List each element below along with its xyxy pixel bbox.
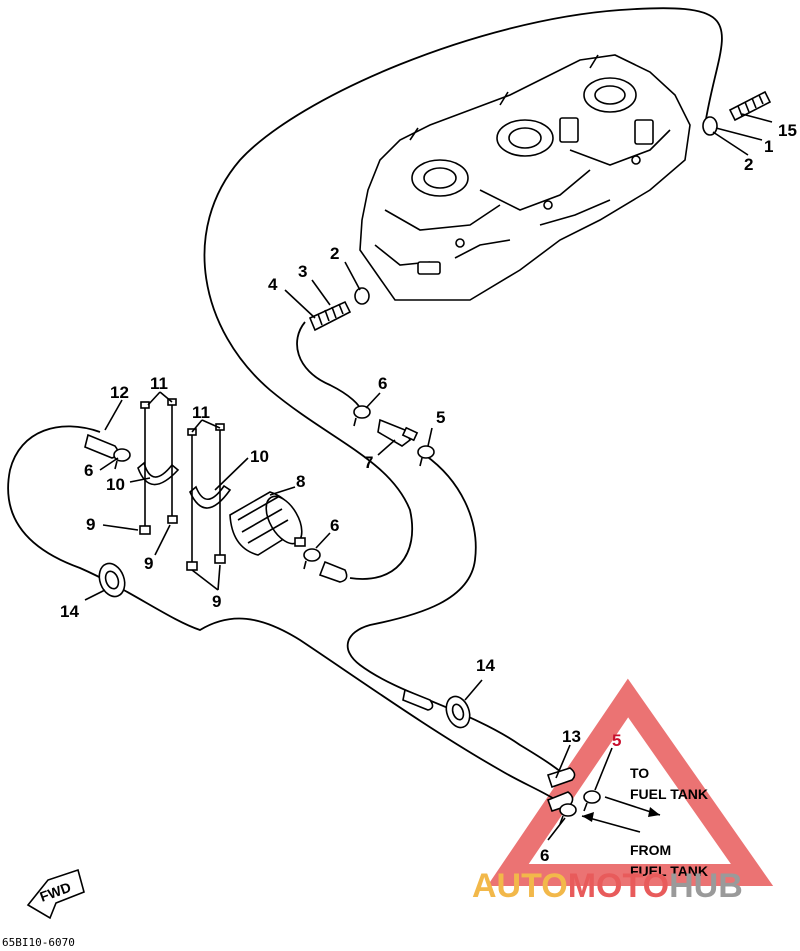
grommet-14-left (98, 562, 126, 598)
callout-9-middle: 9 (144, 554, 153, 573)
watermark-moto: MOTO (568, 867, 669, 905)
callout-6-upper: 6 (378, 374, 387, 393)
callout-9-left: 9 (86, 515, 95, 534)
hose-section-12 (7, 425, 557, 801)
svg-text:AUTOMOTOHUB: AUTOMOTOHUB (472, 867, 743, 905)
clamp-5-upper (417, 445, 435, 467)
fuel-hoses (7, 7, 723, 801)
callout-12: 12 (110, 383, 129, 402)
callout-4: 4 (268, 275, 278, 294)
bracket-10-right (189, 484, 232, 509)
hose-end-12 (84, 433, 119, 459)
callout-3: 3 (298, 262, 307, 281)
joint-7 (377, 418, 419, 447)
clamp-6-upper (353, 405, 371, 427)
leader-lines (84, 113, 773, 841)
hose-sleeve-mid (402, 688, 434, 711)
flow-notes: TO FUEL TANK FROM FUEL TANK (630, 765, 708, 879)
callout-10-left: 10 (106, 475, 125, 494)
callout-13: 13 (562, 727, 581, 746)
fuel-filter-8 (229, 491, 306, 556)
flow-arrows (581, 796, 661, 833)
callout-11-left: 11 (150, 374, 168, 393)
note-to: TO (630, 765, 649, 781)
hose-stub-filter (318, 560, 348, 583)
clamp-2 (354, 287, 370, 305)
callout-14-left: 14 (60, 602, 79, 621)
callout-5-lower: 5 (612, 731, 621, 750)
watermark-text: AUTOMOTOHUB (472, 867, 743, 905)
callout-15: 15 (778, 121, 797, 140)
callout-6-left: 6 (84, 461, 93, 480)
return-hose-loop (203, 7, 723, 580)
hose-section-4 (296, 321, 363, 413)
callout-14-right: 14 (476, 656, 495, 675)
callout-5-upper: 5 (436, 408, 445, 427)
fwd-arrow: FWD (26, 868, 85, 920)
callout-6-filter: 6 (330, 516, 339, 535)
callout-11-right: 11 (192, 403, 210, 422)
callout-6-lower: 6 (540, 846, 549, 865)
hose-spring-15 (728, 90, 772, 122)
hose-section-5 (346, 454, 571, 781)
clamp-5-lower (583, 790, 601, 812)
callout-labels: 15 1 2 2 3 4 6 5 7 12 11 11 10 10 6 8 6 … (60, 121, 797, 865)
callout-1: 1 (764, 137, 773, 156)
callout-2-left: 2 (330, 244, 339, 263)
callout-7: 7 (364, 453, 373, 472)
callout-9-right: 9 (212, 592, 221, 611)
hose-spring-3 (308, 300, 352, 332)
grommet-14-right (445, 695, 471, 729)
carburetor-assembly (359, 54, 691, 301)
watermark-triangle (487, 678, 774, 886)
note-to-fuel-tank: FUEL TANK (630, 786, 708, 802)
diagram-code: 65BI10-6070 (2, 936, 75, 949)
note-from: FROM (630, 842, 671, 858)
nuts-9 (139, 515, 226, 571)
clamp-1-2 (702, 116, 718, 136)
watermark-auto: AUTO (472, 867, 568, 905)
note-from-fuel-tank: FUEL TANK (630, 863, 708, 879)
clamp-6-filter (303, 548, 321, 570)
callout-8: 8 (296, 472, 305, 491)
callout-10-right: 10 (250, 447, 269, 466)
watermark-hub: HUB (669, 867, 743, 905)
bolts-11 (140, 398, 225, 565)
callout-2-right: 2 (744, 155, 753, 174)
